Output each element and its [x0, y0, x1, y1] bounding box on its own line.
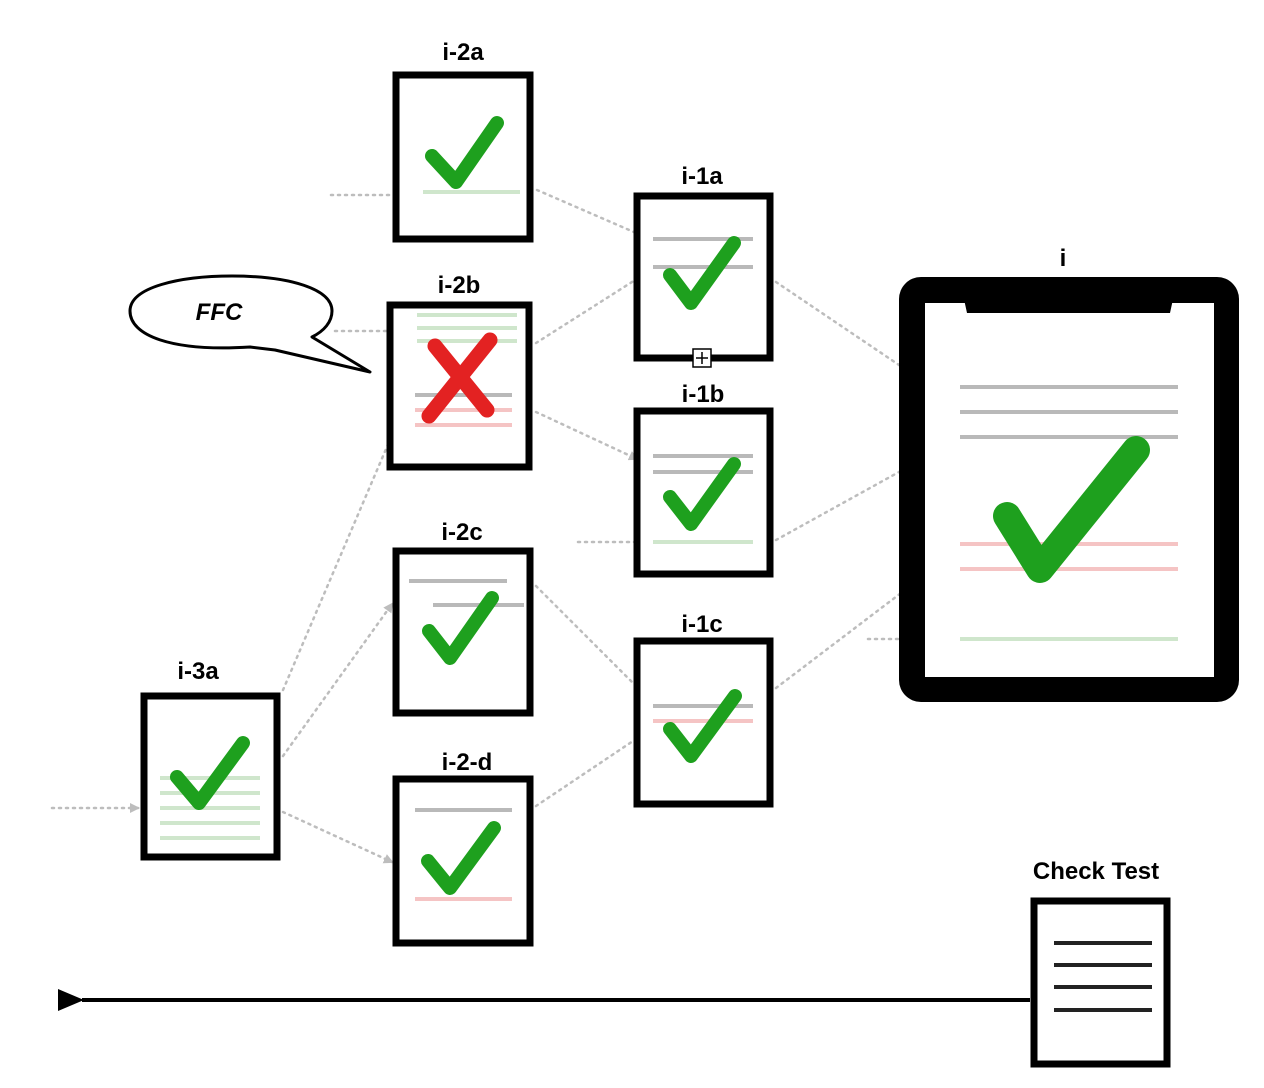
node-i-3a[interactable]: i-3a	[140, 658, 281, 861]
cross-icon	[421, 332, 498, 424]
node-i[interactable]: i	[899, 245, 1239, 702]
node-i-2d[interactable]: i-2-d	[392, 749, 534, 947]
checkmark-icon	[663, 236, 741, 310]
edge-i-2d-to-i-1c	[534, 731, 647, 808]
ffc-callout: FFC	[128, 274, 372, 374]
node-label: i-2b	[438, 272, 481, 299]
clipboard-icon	[899, 277, 1239, 702]
node-i-2a[interactable]: i-2a	[392, 39, 534, 243]
node-i-2c[interactable]: i-2c	[392, 519, 534, 717]
edge-i-2b-to-i-1b	[534, 410, 639, 461]
node-label: i-2a	[442, 39, 484, 66]
document-icon	[633, 407, 774, 578]
checkmark-icon	[425, 116, 504, 189]
edge-i-2b-to-i-1a	[534, 273, 645, 345]
checkmark-icon	[422, 591, 499, 665]
checkmark-icon	[663, 689, 742, 763]
edge-i-1c-to-i	[774, 550, 957, 690]
edge-i-3a-to-i-2c	[281, 602, 394, 758]
node-label: i-2c	[441, 519, 482, 546]
document-icon	[1030, 897, 1171, 1068]
checkmark-icon	[421, 821, 501, 895]
node-i-1b[interactable]: i-1b	[633, 381, 774, 578]
check-test-label: Check Test	[1033, 858, 1159, 885]
node-i-1a[interactable]: i-1a	[633, 163, 774, 368]
edge-i-2c-to-i-1c	[534, 584, 653, 703]
expand-toggle[interactable]	[692, 348, 712, 368]
speech-bubble-icon	[128, 274, 372, 374]
edge-i-3a-to-i-2d	[281, 810, 394, 864]
node-label: i-1c	[681, 611, 722, 638]
checkmark-icon	[170, 736, 250, 810]
check-test[interactable]: Check Test	[1030, 858, 1171, 1068]
edge-i-3a-to-i-2b	[281, 419, 400, 692]
node-i-1c[interactable]: i-1c	[633, 611, 774, 808]
node-label: i-2-d	[442, 749, 493, 776]
node-label: i-1a	[681, 163, 723, 190]
node-label: i	[1060, 245, 1067, 272]
node-i-2b[interactable]: i-2b	[386, 272, 533, 471]
edge-i-2a-to-i-1a	[535, 188, 645, 238]
node-label: i-3a	[177, 658, 219, 685]
node-label: i-1b	[682, 381, 725, 408]
callout-text: FFC	[196, 299, 243, 326]
checkmark-icon	[663, 457, 741, 531]
checkmark-icon	[993, 436, 1150, 583]
document-icon	[392, 71, 534, 243]
